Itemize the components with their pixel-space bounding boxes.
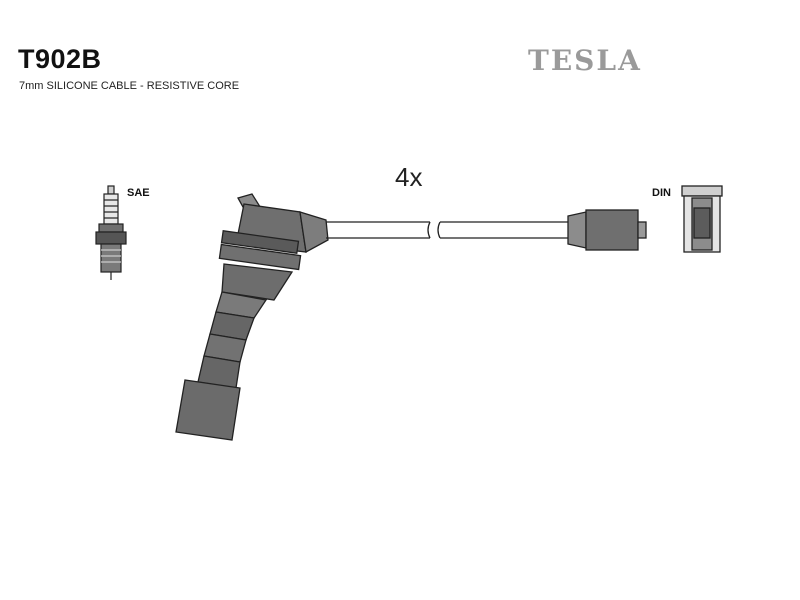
din-label: DIN (652, 187, 671, 199)
brand-logo: TESLA (528, 44, 642, 77)
coil-boot-icon (175, 193, 329, 441)
part-number: T902B (18, 44, 102, 74)
cable-description: 7mm SILICONE CABLE - RESISTIVE CORE (19, 80, 240, 92)
straight-connector-icon (567, 209, 647, 251)
quantity-label: 4x (395, 162, 423, 192)
din-terminal-icon (681, 185, 723, 253)
cable-line (326, 221, 568, 239)
sae-label: SAE (127, 187, 150, 199)
spark-plug-icon (95, 185, 127, 280)
